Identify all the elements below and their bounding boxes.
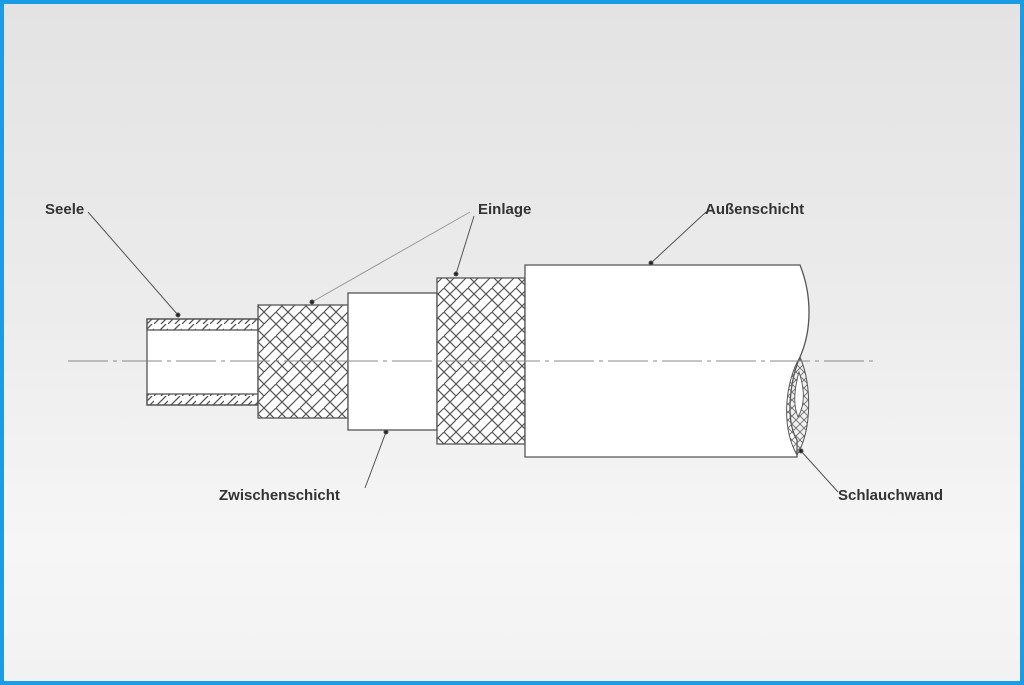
label-seele: Seele [45, 201, 84, 218]
leader-lines [87, 211, 839, 493]
seele-tube [146, 318, 259, 406]
label-einlage: Einlage [478, 201, 531, 218]
label-zwischenschicht: Zwischenschicht [219, 487, 340, 504]
label-aussenschicht: Außenschicht [705, 201, 804, 218]
label-schlauchwand: Schlauchwand [838, 487, 943, 504]
